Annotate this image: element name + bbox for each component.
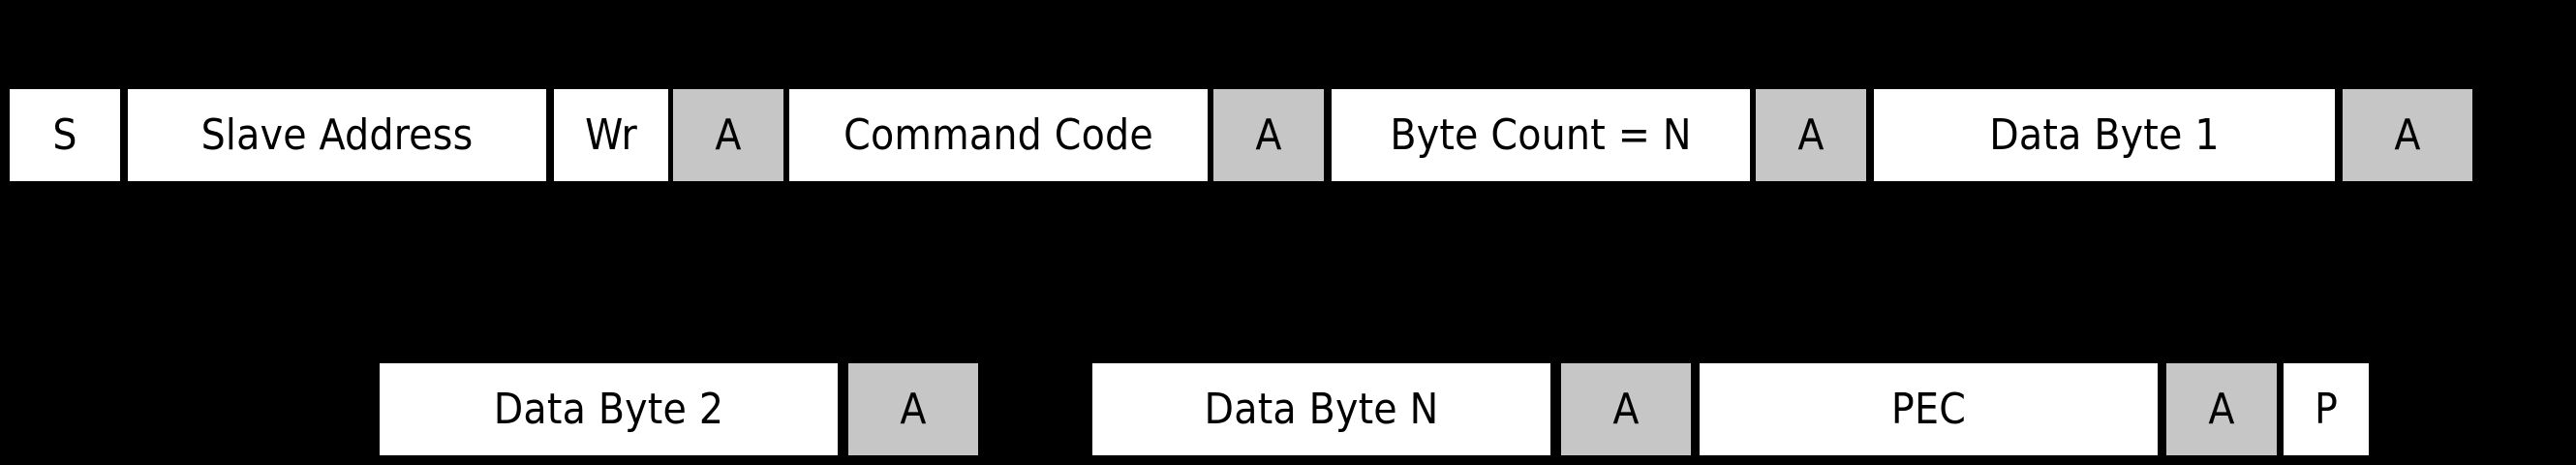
- protocol-field-byte-count-n: Byte Count = N: [1332, 89, 1750, 181]
- protocol-field-wr: Wr: [554, 89, 668, 181]
- protocol-field-a: A: [2343, 89, 2472, 181]
- protocol-field-s: S: [10, 89, 120, 181]
- protocol-field-pec: PEC: [1700, 363, 2158, 455]
- protocol-field-slave-address: Slave Address: [128, 89, 546, 181]
- protocol-field-p: P: [2284, 363, 2369, 455]
- protocol-field-a: A: [848, 363, 978, 455]
- protocol-field-data-byte-2: Data Byte 2: [380, 363, 838, 455]
- protocol-field-a: A: [673, 89, 783, 181]
- protocol-field-command-code: Command Code: [789, 89, 1208, 181]
- protocol-field-data-byte-1: Data Byte 1: [1874, 89, 2335, 181]
- protocol-field-a: A: [1561, 363, 1691, 455]
- protocol-field-a: A: [1756, 89, 1866, 181]
- protocol-field-a: A: [1213, 89, 1324, 181]
- protocol-field-a: A: [2166, 363, 2277, 455]
- protocol-field-data-byte-n: Data Byte N: [1092, 363, 1550, 455]
